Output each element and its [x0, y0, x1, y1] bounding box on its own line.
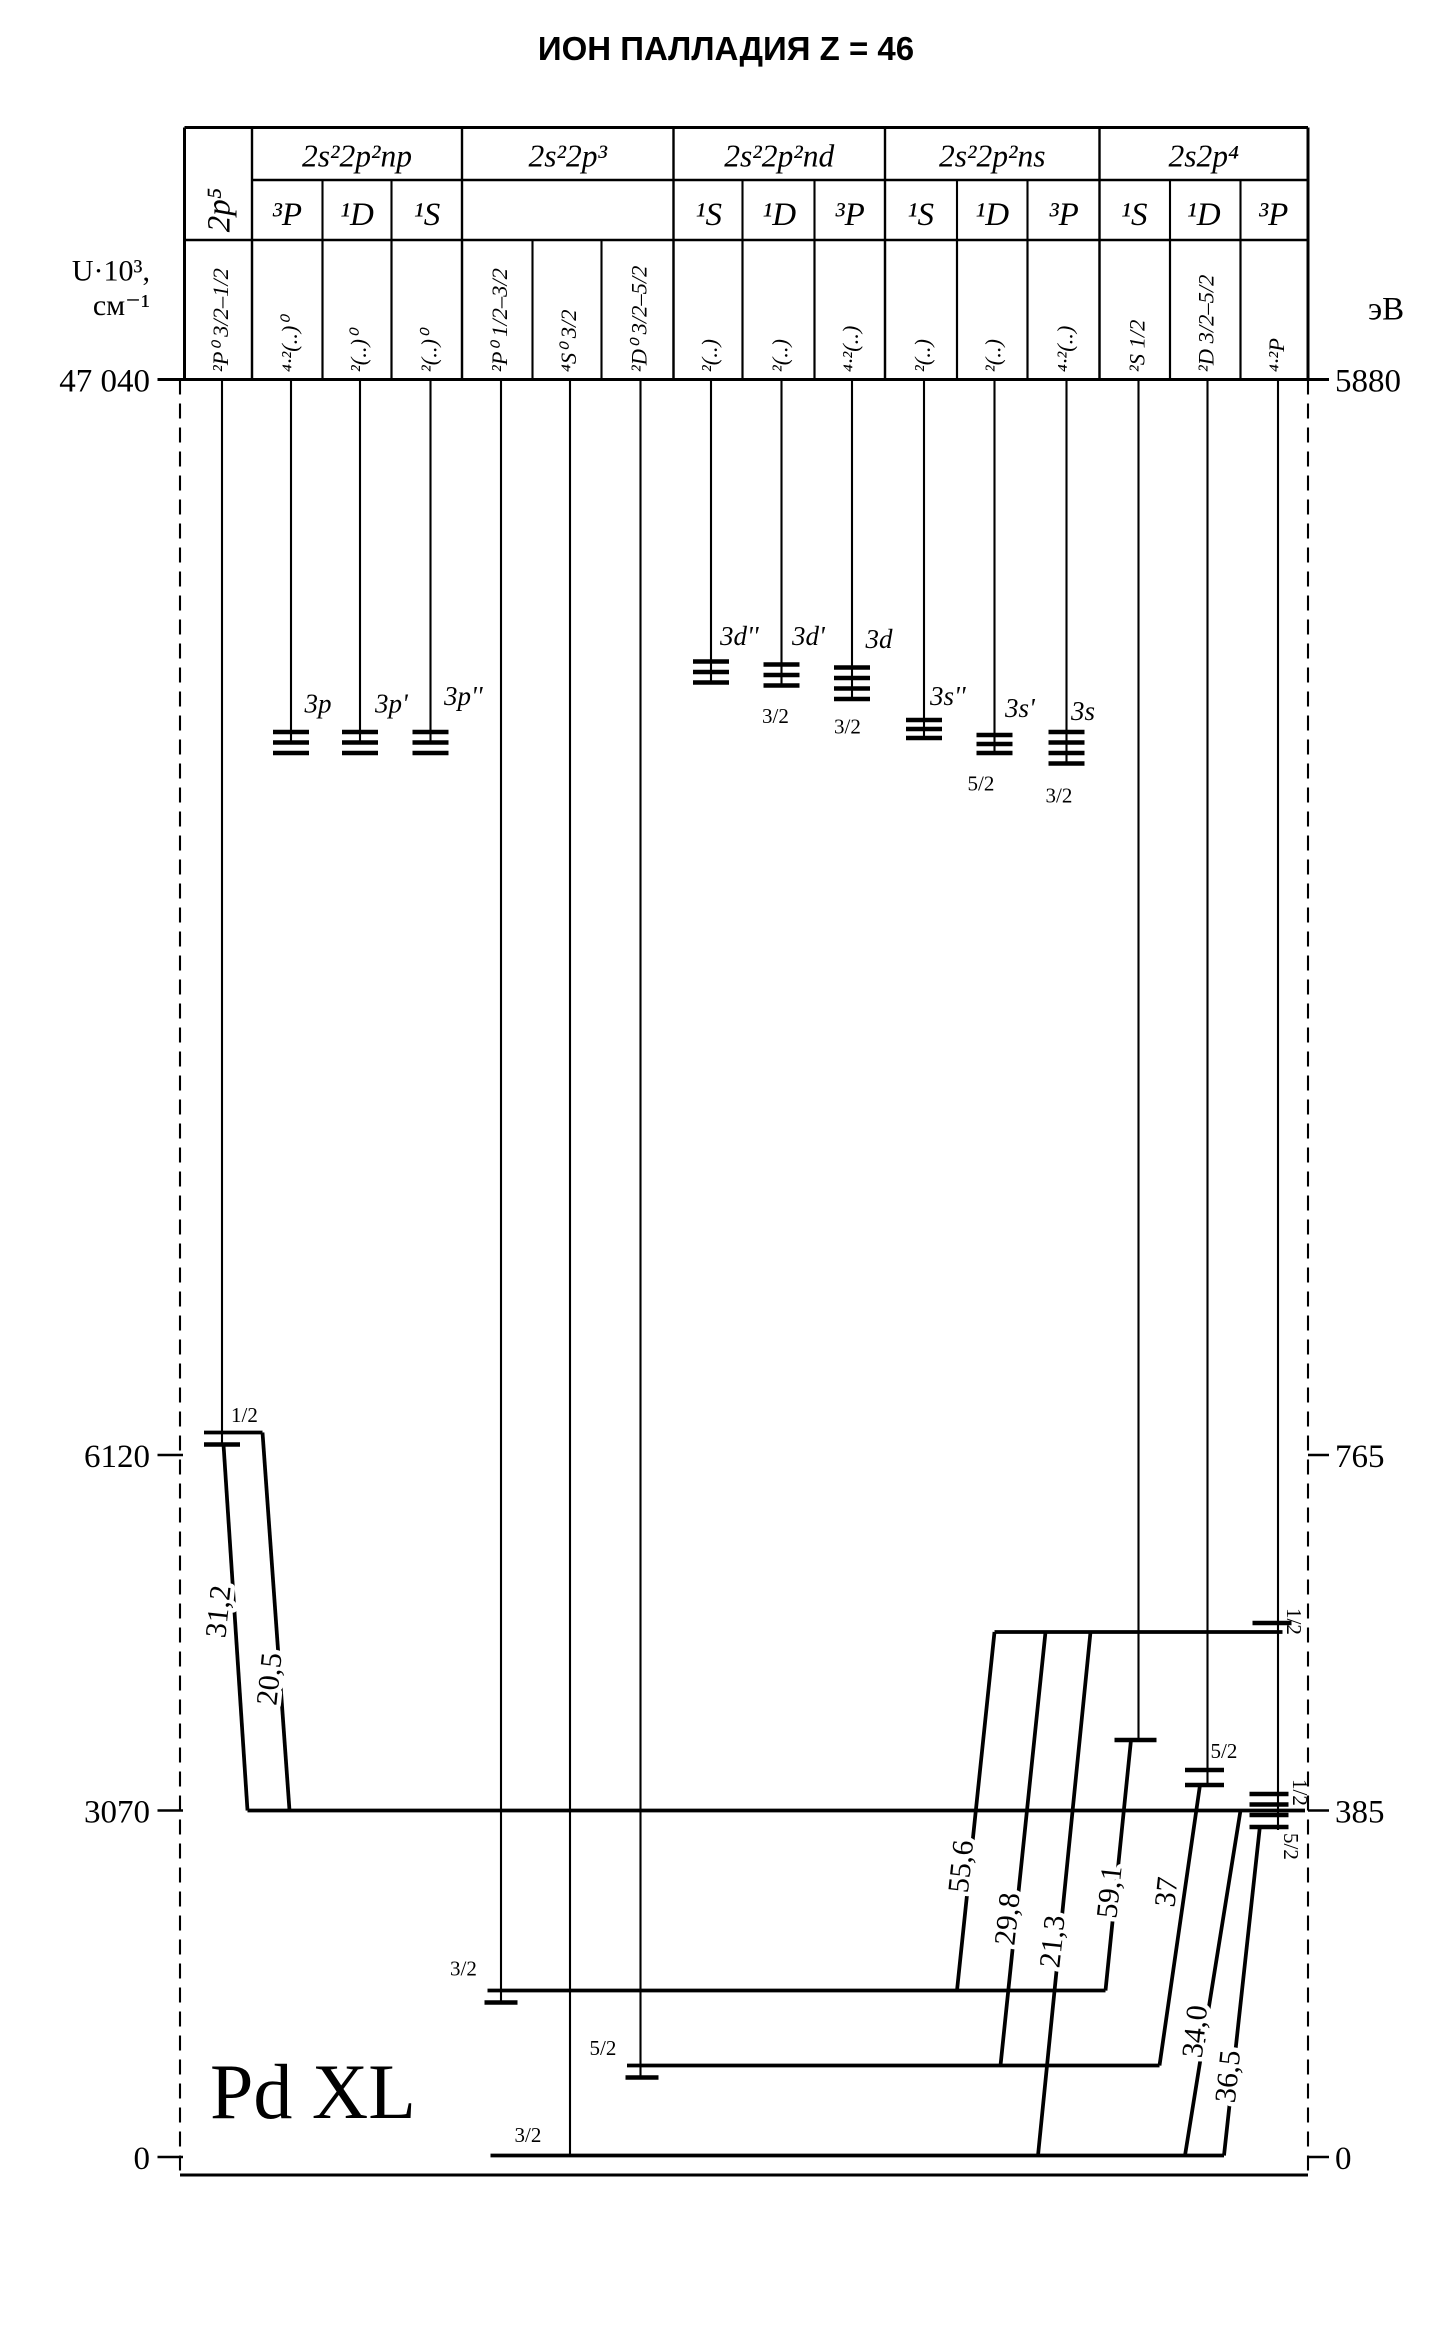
right-axis-tick-label: 0 [1335, 2141, 1352, 2177]
level-label: 3/2 [450, 1957, 477, 1981]
level-label: 3p [304, 689, 332, 719]
level-label: 5/2 [1279, 1833, 1303, 1860]
column-term-label: ²S 1/2 [1125, 320, 1150, 372]
transition-wavelength-label: 59,1 [1090, 1864, 1128, 1920]
group-label: 2s²2p²nd [724, 139, 834, 174]
level-label: 3/2 [834, 715, 861, 739]
transition-line [1222, 1825, 1262, 2156]
transition-wavelength-label: 21,3 [1033, 1914, 1071, 1970]
column-term-label: ⁴·²(..) [838, 326, 863, 372]
left-axis-unit: U·10³, [72, 255, 150, 288]
transition-line [221, 1444, 250, 1811]
term-label: ³P [835, 197, 865, 233]
term-label: ¹S [1121, 197, 1147, 233]
transition-wavelength-label: 29,8 [988, 1891, 1026, 1947]
level-label: 3d' [791, 621, 826, 651]
column-term-label: ⁴·²(..) [1053, 326, 1078, 372]
level-label: 5/2 [1211, 1739, 1238, 1763]
transition-wavelength-label: 55,6 [942, 1839, 980, 1895]
term-label: ¹S [414, 197, 440, 233]
right-axis-tick-label: 385 [1335, 1795, 1385, 1831]
right-axis-tick-label: 5880 [1335, 364, 1401, 400]
transition-line [998, 1631, 1048, 2066]
left-axis-tick-label: 3070 [84, 1795, 150, 1831]
diagram-title: ИОН ПАЛЛАДИЯ Z = 46 [538, 30, 914, 67]
term-label: ¹D [340, 197, 374, 233]
left-axis-tick-label: 0 [134, 2141, 151, 2177]
level-label: 1/2 [1282, 1608, 1306, 1635]
level-label: 3s' [1004, 693, 1036, 723]
level-label: 3s'' [929, 681, 967, 711]
group-label: 2s²2p²ns [939, 139, 1045, 174]
transition-line [1157, 1784, 1202, 2066]
level-label: 5/2 [968, 772, 995, 796]
group-label: 2s²2p³ [529, 139, 608, 174]
level-label: 3p'' [443, 681, 484, 711]
group-label: 2s2p⁴ [1169, 139, 1240, 174]
level-label: 3/2 [762, 704, 789, 728]
column-term-label: ²P⁰ 3/2–1/2 [208, 268, 233, 372]
right-axis-unit: эВ [1368, 292, 1404, 328]
level-label: 3p' [374, 689, 409, 719]
left-axis-unit-2: см⁻¹ [93, 289, 150, 322]
column-term-label: ²P⁰ 1/2–3/2 [487, 268, 512, 372]
level-label: 3d [865, 624, 894, 654]
left-axis-tick-label: 6120 [84, 1439, 150, 1475]
transition-wavelength-label: 20,5 [250, 1651, 288, 1707]
level-label: 3d'' [719, 621, 760, 651]
column-term-label: ²(..)⁰ [417, 327, 442, 372]
term-label: ¹D [1187, 197, 1221, 233]
term-label: ³P [1049, 197, 1079, 233]
column-term-label: ⁴·²P [1264, 338, 1289, 372]
transition-wavelength-label: 37 [1149, 1875, 1185, 1908]
column-term-label: ²(..) [981, 339, 1006, 372]
first-column-config: 2p⁵ [202, 188, 238, 232]
level-label: 1/2 [1288, 1779, 1312, 1806]
level-label: 3s [1070, 696, 1095, 726]
column-term-label: ²(..)⁰ [346, 327, 371, 372]
transition-wavelength-label: 34,0 [1176, 2004, 1214, 2060]
transition-line [955, 1631, 997, 1991]
transition-wavelength-label: 36,5 [1209, 2049, 1247, 2105]
term-label: ¹S [908, 197, 934, 233]
term-label: ¹D [762, 197, 796, 233]
term-label: ³P [272, 197, 302, 233]
transition-line [1036, 1631, 1093, 2156]
column-term-label: ²(..) [910, 339, 935, 372]
transition-line [1183, 1810, 1243, 2156]
transition-line [260, 1432, 292, 1811]
level-label: 1/2 [231, 1403, 258, 1427]
column-term-label: ⁴S⁰ 3/2 [556, 310, 581, 372]
transition-line [1103, 1739, 1133, 1991]
column-term-label: ⁴·²(..)⁰ [277, 314, 302, 372]
level-label: 3/2 [515, 2123, 542, 2147]
ion-label: Pd XL [210, 2048, 416, 2135]
group-label: 2s²2p²np [302, 139, 412, 174]
column-term-label: ²D⁰ 3/2–5/2 [627, 266, 652, 372]
level-label: 3/2 [1046, 784, 1073, 808]
left-axis-tick-label: 47 040 [59, 364, 150, 400]
right-axis-tick-label: 765 [1335, 1439, 1385, 1475]
column-term-label: ²(..) [697, 339, 722, 372]
column-term-label: ²(..) [768, 339, 793, 372]
transition-wavelength-label: 31,2 [199, 1584, 237, 1640]
level-label: 5/2 [590, 2036, 617, 2060]
term-label: ¹D [975, 197, 1009, 233]
column-term-label: ²D 3/2–5/2 [1194, 275, 1219, 372]
term-label: ¹S [696, 197, 722, 233]
term-label: ³P [1258, 197, 1288, 233]
